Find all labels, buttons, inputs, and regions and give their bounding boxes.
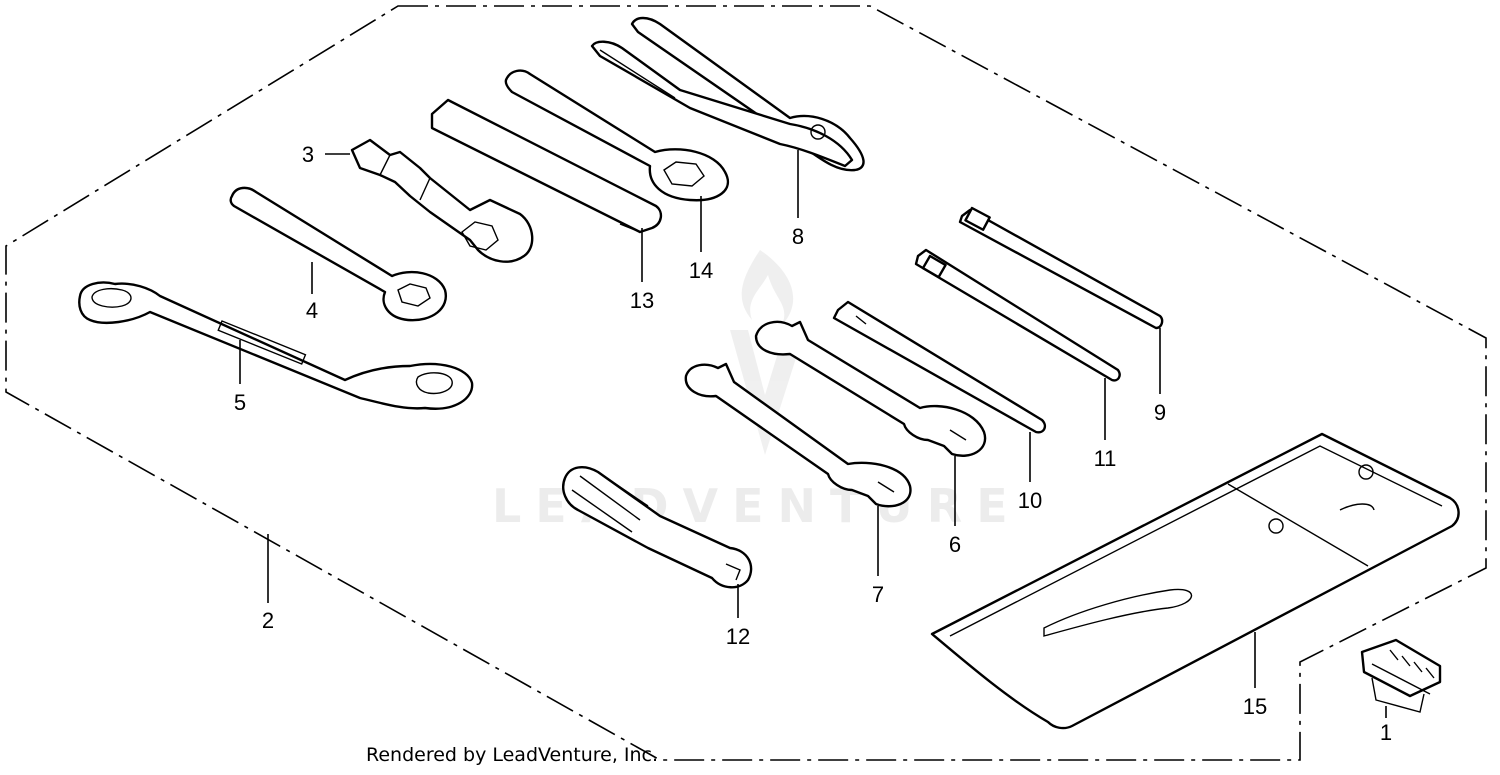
callout-10: 10 bbox=[1018, 488, 1042, 513]
callout-9: 9 bbox=[1154, 400, 1166, 425]
screwdriver-handle-12 bbox=[562, 466, 753, 589]
callout-12: 12 bbox=[726, 624, 750, 649]
open-end-wrench-7 bbox=[684, 362, 912, 508]
callout-4: 4 bbox=[306, 298, 318, 323]
kit-boundary-outline bbox=[5, 5, 1487, 761]
callout-1: 1 bbox=[1380, 720, 1392, 745]
callout-2: 2 bbox=[262, 608, 274, 633]
callout-7: 7 bbox=[872, 582, 884, 607]
pliers-8 bbox=[590, 16, 865, 172]
callout-11: 11 bbox=[1094, 446, 1117, 471]
box-end-wrench-5 bbox=[78, 281, 474, 410]
callout-6: 6 bbox=[949, 532, 961, 557]
callout-13: 13 bbox=[630, 288, 654, 313]
box-wrench-4 bbox=[229, 186, 448, 322]
callout-3: 3 bbox=[302, 142, 314, 167]
callout-5: 5 bbox=[234, 390, 246, 415]
render-credit: Rendered by LeadVenture, Inc. bbox=[366, 744, 659, 766]
socket-wrench-3 bbox=[350, 138, 534, 263]
screwdriver-10 bbox=[832, 300, 1047, 434]
callout-15: 15 bbox=[1243, 694, 1267, 719]
callout-8: 8 bbox=[792, 224, 804, 249]
flat-bar-13 bbox=[430, 98, 663, 234]
screwdriver-blade-11 bbox=[914, 248, 1121, 382]
leader-lines bbox=[239, 150, 1387, 718]
clip-1 bbox=[1360, 638, 1442, 713]
screwdriver-blade-9 bbox=[958, 206, 1164, 330]
open-end-wrench-6 bbox=[754, 320, 987, 457]
leadventure-watermark-logo bbox=[730, 250, 805, 455]
callout-14: 14 bbox=[689, 258, 713, 283]
hex-box-wrench-14 bbox=[504, 69, 730, 202]
tool-pouch-15 bbox=[930, 432, 1460, 730]
